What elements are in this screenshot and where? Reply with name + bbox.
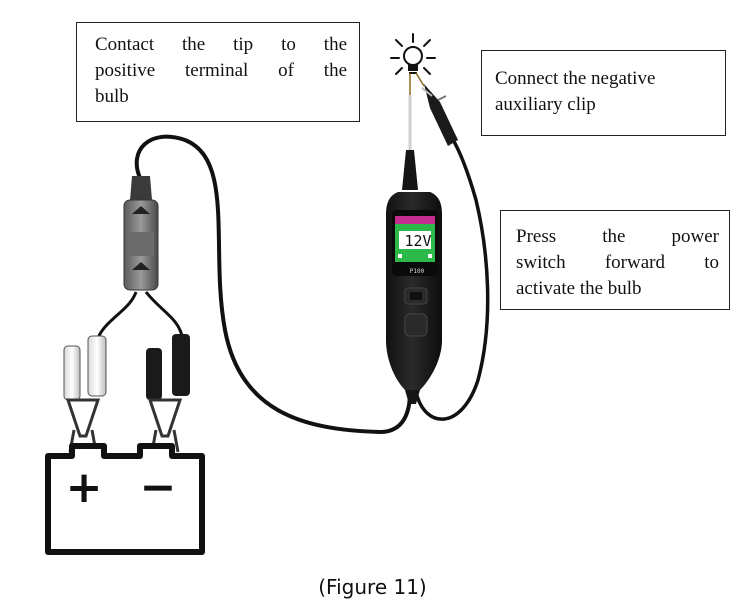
callout-line: bulb bbox=[95, 86, 129, 107]
positive-battery-clamp bbox=[63, 335, 107, 453]
tester-display-reading: 12V bbox=[404, 232, 432, 250]
callout-line: activate the bulb bbox=[516, 278, 642, 299]
callout-power-switch: Press the power switch forward to activa… bbox=[500, 210, 730, 310]
callout-contact-tip: Contact the tip to the positive terminal… bbox=[76, 22, 360, 122]
inline-fuse-connector bbox=[123, 176, 159, 291]
power-probe-tester bbox=[386, 192, 442, 404]
battery-positive-symbol: + bbox=[65, 462, 103, 513]
main-cable bbox=[134, 134, 412, 435]
clamp-lead-positive bbox=[96, 291, 138, 339]
battery bbox=[45, 443, 205, 555]
figure-caption: (Figure 11) bbox=[318, 575, 427, 599]
callout-line: switch forward to bbox=[516, 252, 719, 273]
callout-line: Contact the tip to the bbox=[95, 34, 347, 55]
light-bulb-icon bbox=[390, 33, 436, 75]
callout-line: Press the power bbox=[516, 226, 719, 247]
callout-line: Connect the negative bbox=[495, 68, 656, 89]
bulb-lead bbox=[415, 72, 425, 87]
auxiliary-lead bbox=[414, 136, 490, 421]
callout-line: auxiliary clip bbox=[495, 94, 596, 115]
negative-battery-clamp bbox=[146, 334, 190, 453]
clamp-lead-negative bbox=[144, 291, 184, 337]
tester-model-label: P100 bbox=[409, 268, 425, 275]
function-button[interactable] bbox=[404, 313, 428, 337]
probe-tip bbox=[402, 95, 418, 190]
callout-negative-clip: Connect the negative auxiliary clip bbox=[481, 50, 726, 136]
callout-line: positive terminal of the bbox=[95, 60, 347, 81]
auxiliary-alligator-clip bbox=[421, 84, 458, 146]
battery-negative-symbol: − bbox=[139, 462, 177, 513]
